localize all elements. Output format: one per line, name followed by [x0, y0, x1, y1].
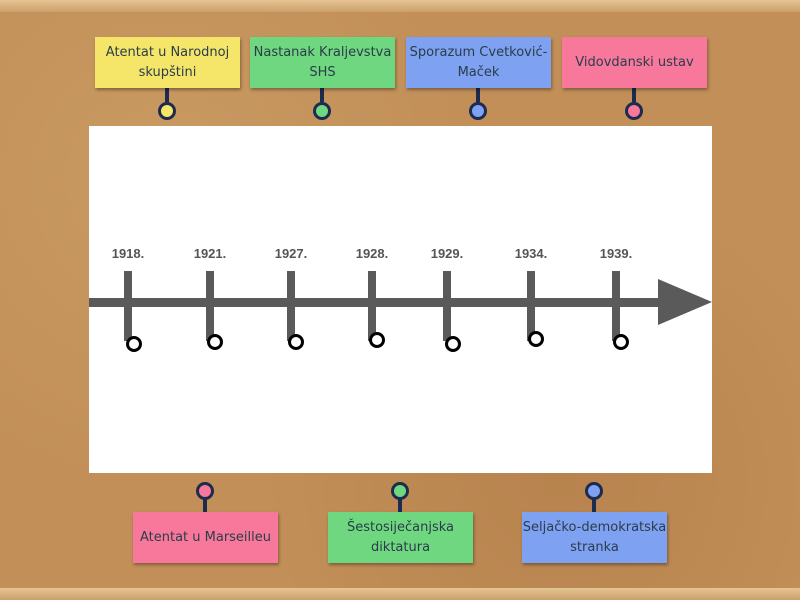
year-label: 1928.: [355, 246, 389, 261]
year-label: 1927.: [274, 246, 308, 261]
timeline-tick: [206, 271, 214, 341]
pin-stem: [592, 498, 596, 512]
pin-icon: [313, 102, 331, 120]
draggable-card[interactable]: Vidovdanski ustav: [562, 37, 707, 88]
year-label: 1918.: [111, 246, 145, 261]
timeline-tick: [443, 271, 451, 341]
pin-stem: [476, 88, 480, 102]
drop-target-1[interactable]: [207, 334, 223, 350]
year-label: 1934.: [514, 246, 548, 261]
frame-top: [0, 0, 800, 12]
timeline-tick: [612, 271, 620, 341]
pin-stem: [203, 498, 207, 512]
pin-icon: [196, 482, 214, 500]
card-label: Atentat u Marseilleu: [139, 529, 272, 545]
draggable-card[interactable]: Atentat u Marseilleu: [133, 512, 278, 563]
timeline-tick: [124, 271, 132, 341]
card-label: Šestosiječanjska diktatura: [346, 519, 455, 555]
frame-bottom: [0, 588, 800, 600]
pin-icon: [469, 102, 487, 120]
card-label: Vidovdanski ustav: [575, 54, 694, 70]
card-label: Seljačko-demokratska stranka: [522, 519, 667, 555]
timeline-tick: [287, 271, 295, 341]
drop-target-4[interactable]: [445, 336, 461, 352]
pin-stem: [165, 88, 169, 102]
draggable-card[interactable]: Nastanak Kraljevstva SHS: [250, 37, 395, 88]
draggable-card[interactable]: Seljačko-demokratska stranka: [522, 512, 667, 563]
pin-icon: [391, 482, 409, 500]
timeline-arrow: [89, 279, 712, 325]
pin-icon: [625, 102, 643, 120]
timeline-image: 1918. 1921. 1927. 1928. 1929. 1934. 1939…: [89, 126, 712, 473]
drop-target-2[interactable]: [288, 334, 304, 350]
card-label: Sporazum Cvetković-Maček: [409, 44, 548, 80]
year-label: 1929.: [430, 246, 464, 261]
pin-icon: [158, 102, 176, 120]
draggable-card[interactable]: Atentat u Narodnoj skupštini: [95, 37, 240, 88]
card-label: Atentat u Narodnoj skupštini: [105, 44, 230, 80]
draggable-card[interactable]: Sporazum Cvetković-Maček: [406, 37, 551, 88]
card-label: Nastanak Kraljevstva SHS: [253, 44, 392, 80]
pin-stem: [398, 498, 402, 512]
pin-icon: [585, 482, 603, 500]
drop-target-5[interactable]: [528, 331, 544, 347]
draggable-card[interactable]: Šestosiječanjska diktatura: [328, 512, 473, 563]
pin-stem: [632, 88, 636, 102]
drop-target-3[interactable]: [369, 332, 385, 348]
drop-target-6[interactable]: [613, 334, 629, 350]
year-label: 1939.: [599, 246, 633, 261]
timeline-tick: [527, 271, 535, 341]
pin-stem: [320, 88, 324, 102]
year-label: 1921.: [193, 246, 227, 261]
timeline-tick: [368, 271, 376, 341]
drop-target-0[interactable]: [126, 336, 142, 352]
